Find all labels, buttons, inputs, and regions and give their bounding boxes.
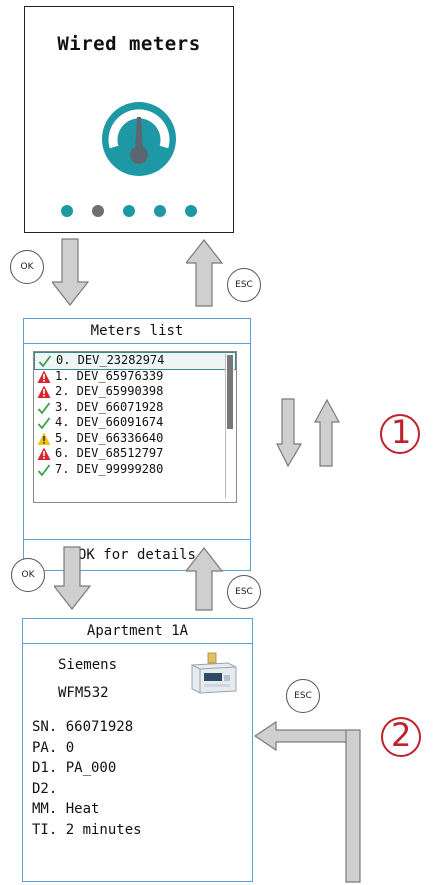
meter-list-item-label: 0. DEV_23282974 [56,353,165,367]
gauge-icon [102,102,176,176]
meter-list-item[interactable]: 7. DEV_99999280 [34,462,236,478]
scrollbar-thumb[interactable] [227,355,233,429]
esc-button[interactable]: ESC [286,679,320,713]
wired-meters-screen: Wired meters [24,6,234,233]
meter-list-item[interactable]: 3. DEV_66071928 [34,400,236,416]
esc-button[interactable]: ESC [227,268,261,302]
footer-hint: OK for details [24,539,250,570]
meter-list-item[interactable]: 1. DEV_65976339 [34,369,236,385]
ok-button[interactable]: OK [10,250,44,284]
arrow-down-icon [52,238,90,306]
screen-title: Wired meters [57,33,201,55]
meter-details-screen: Apartment 1A Siemens WFM532 SN. 66071928… [22,618,253,882]
screen-title: Meters list [24,319,250,344]
check-icon [37,401,51,415]
detail-line: SN. 66071928 [32,719,134,735]
arrow-down-icon [276,398,302,468]
arrow-up-icon [186,547,224,611]
meter-list-item-label: 2. DEV_65990398 [55,384,164,398]
meter-list-item-label: 6. DEV_68512797 [55,446,164,460]
meter-list-item[interactable]: 5. DEV_66336640 [34,431,236,447]
error-triangle-icon [37,370,51,384]
error-triangle-icon [37,385,51,399]
water-meter-icon [191,652,237,694]
meter-list-item-label: 7. DEV_99999280 [55,461,164,476]
meter-list-item[interactable]: 4. DEV_66091674 [34,415,236,431]
page-dot[interactable] [123,205,135,217]
annotation-number: 2 [391,716,412,754]
arrow-down-icon [54,546,92,610]
annotation-circle-icon [381,717,421,757]
esc-button[interactable]: ESC [227,575,261,609]
model-label: WFM532 [58,685,109,701]
annotation-circle-icon [380,414,420,454]
meter-list-item[interactable]: 0. DEV_23282974 [34,352,236,370]
page-dot[interactable] [185,205,197,217]
page-indicator [25,205,233,217]
check-icon [37,416,51,430]
detail-line: D2. [32,780,58,797]
warning-triangle-icon [37,432,51,446]
page-dot[interactable] [61,205,73,217]
arrow-up-icon [186,239,224,307]
manufacturer-label: Siemens [58,657,118,673]
page-dot[interactable] [154,205,166,217]
annotation-number: 1 [391,413,412,451]
page-dot-active[interactable] [92,205,104,217]
detail-line: TI. 2 minutes [32,821,142,838]
check-icon [38,354,52,368]
arrow-up-icon [314,398,340,467]
meter-list-item-label: 1. DEV_65976339 [55,368,164,383]
error-triangle-icon [37,447,51,461]
arrow-left-icon [254,720,361,883]
meter-list-item[interactable]: 2. DEV_65990398 [34,384,236,400]
meter-list-item-label: 5. DEV_66336640 [55,430,164,445]
meter-list-item-label: 3. DEV_66071928 [55,399,164,414]
meter-list-item-label: 4. DEV_66091674 [55,415,164,429]
screen-title: Apartment 1A [23,619,252,644]
detail-line: PA. 0 [32,739,75,756]
meter-list-item[interactable]: 6. DEV_68512797 [34,446,236,462]
detail-line: D1. PA_000 [32,760,117,776]
detail-line: MM. Heat [32,801,100,817]
ok-button[interactable]: OK [11,558,45,592]
check-icon [37,463,51,477]
